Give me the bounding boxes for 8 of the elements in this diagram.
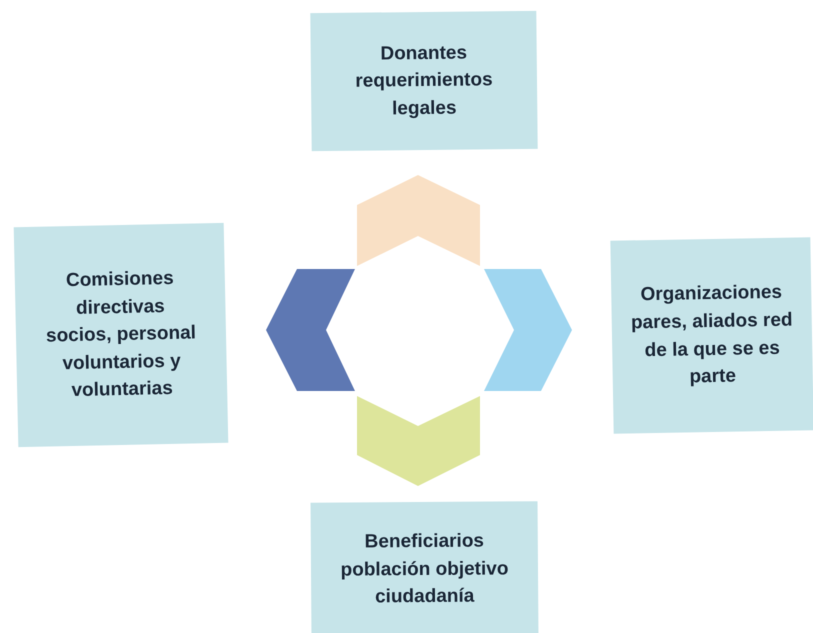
stakeholder-box bbox=[14, 222, 228, 448]
stakeholder-box bbox=[310, 10, 538, 152]
stakeholder-label: Organizaciones pares, aliados red de la que se es parte bbox=[630, 281, 794, 390]
stakeholder-label: Donantes requerimientos legales bbox=[354, 41, 494, 122]
stakeholder-label: Beneficiarios población objetivo ciudadanía bbox=[340, 530, 510, 610]
stakeholder-box bbox=[610, 237, 813, 434]
stakeholder-label: Comisiones directivas socios, personal voluntarios y voluntarias bbox=[44, 267, 198, 404]
stakeholder-box bbox=[310, 501, 538, 633]
